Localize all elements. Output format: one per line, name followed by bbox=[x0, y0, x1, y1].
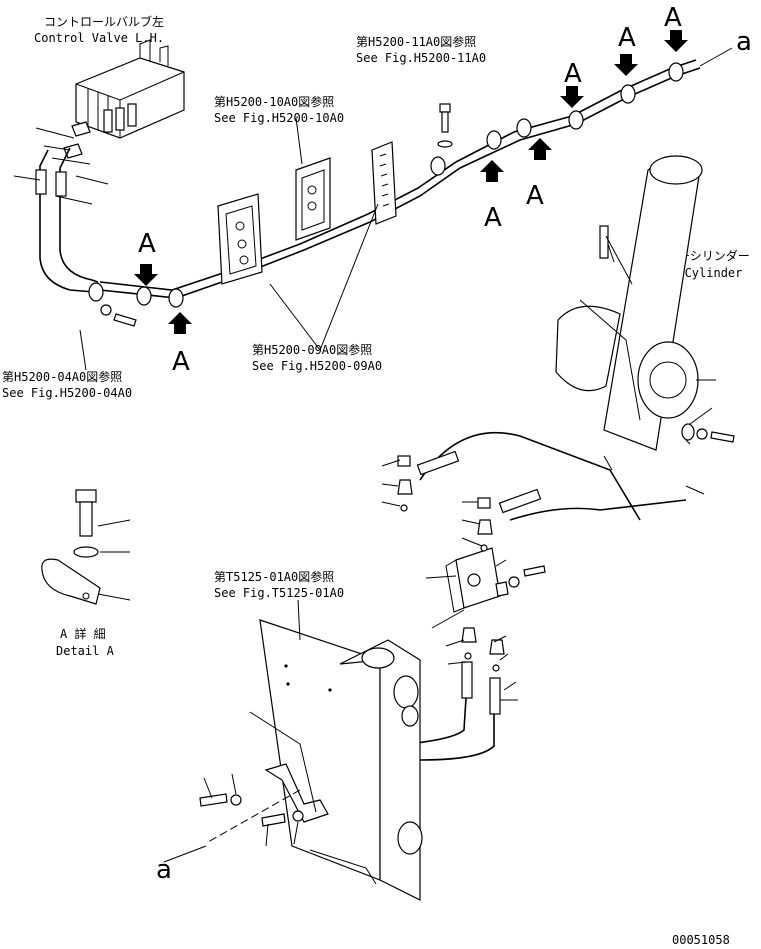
control-valve-lh bbox=[63, 39, 185, 159]
leader-lines bbox=[13, 117, 716, 847]
svg-text:第T5125-01A0図参照: 第T5125-01A0図参照 bbox=[214, 569, 334, 584]
arrow-down-icon bbox=[134, 264, 158, 286]
ref-fig-t5125-01a0: 第T5125-01A0図参照 See Fig.T5125-01A0 bbox=[214, 569, 344, 600]
connector-terminal-strip bbox=[371, 141, 397, 225]
svg-text:Control Valve L.H.: Control Valve L.H. bbox=[34, 31, 164, 45]
svg-text:See Fig.H5200-10A0: See Fig.H5200-10A0 bbox=[214, 111, 344, 125]
svg-text:See Fig.H5200-09A0: See Fig.H5200-09A0 bbox=[252, 359, 382, 373]
svg-text:第H5200-09A0図参照: 第H5200-09A0図参照 bbox=[252, 342, 372, 357]
marker-a-3: A bbox=[564, 59, 582, 89]
continuation-line-a bbox=[207, 789, 301, 843]
leader-a-bottom bbox=[163, 845, 207, 863]
valve-fittings bbox=[397, 455, 546, 715]
svg-text:See Fig.H5200-04A0: See Fig.H5200-04A0 bbox=[2, 386, 132, 400]
clamp-arrows bbox=[134, 30, 688, 334]
marker-a-7: A bbox=[172, 347, 190, 377]
ref-fig-h5200-09a0: 第H5200-09A0図参照 See Fig.H5200-09A0 bbox=[252, 342, 382, 373]
marker-a-4: A bbox=[526, 181, 544, 211]
arrow-up-icon bbox=[168, 312, 192, 334]
top-bolt bbox=[437, 103, 453, 148]
ripper-cylinder bbox=[555, 155, 703, 451]
arrow-down-icon bbox=[614, 54, 638, 76]
detail-a-clamp bbox=[41, 489, 101, 605]
detail-a-label: A 詳 細 Detail A bbox=[56, 626, 115, 658]
marker-a-5: A bbox=[484, 203, 502, 233]
ref-fig-h5200-10a0: 第H5200-10A0図参照 See Fig.H5200-10A0 bbox=[214, 94, 344, 125]
drawing-number: 00051058 bbox=[672, 933, 730, 947]
arrow-up-icon bbox=[480, 160, 504, 182]
mounting-frame bbox=[259, 619, 423, 901]
marker-a-1: A bbox=[664, 3, 682, 33]
arrow-down-icon bbox=[560, 86, 584, 108]
connector-block-upper bbox=[295, 157, 331, 241]
svg-text:第H5200-10A0図参照: 第H5200-10A0図参照 bbox=[214, 94, 334, 109]
arrow-down-icon bbox=[664, 30, 688, 52]
svg-text:See Fig.T5125-01A0: See Fig.T5125-01A0 bbox=[214, 586, 344, 600]
svg-text:第H5200-04A0図参照: 第H5200-04A0図参照 bbox=[2, 369, 122, 384]
svg-text:コントロールバルブ左: コントロールバルブ左 bbox=[44, 14, 164, 29]
svg-text:See Fig.H5200-11A0: See Fig.H5200-11A0 bbox=[356, 51, 486, 65]
connector-block-lower bbox=[217, 193, 263, 285]
bottom-bracket bbox=[199, 763, 329, 827]
hose-cylinder-to-valve bbox=[416, 431, 687, 521]
ppc-valve-block bbox=[445, 547, 509, 613]
cylinder-bolt bbox=[681, 423, 735, 443]
marker-a-6: A bbox=[138, 229, 156, 259]
svg-text:Detail A: Detail A bbox=[56, 644, 115, 658]
ref-fig-h5200-04a0: 第H5200-04A0図参照 See Fig.H5200-04A0 bbox=[2, 369, 132, 400]
marker-a-2: A bbox=[618, 23, 636, 53]
leader-a-top bbox=[699, 47, 733, 67]
svg-text:第H5200-11A0図参照: 第H5200-11A0図参照 bbox=[356, 34, 476, 49]
arrow-up-icon bbox=[528, 138, 552, 160]
hose-clamps bbox=[88, 62, 684, 308]
ref-fig-h5200-11a0: 第H5200-11A0図参照 See Fig.H5200-11A0 bbox=[356, 34, 486, 65]
control-valve-label: コントロールバルブ左 Control Valve L.H. bbox=[34, 14, 164, 45]
svg-text:A 詳 細: A 詳 細 bbox=[60, 626, 106, 641]
marker-a-lower-top: a bbox=[736, 27, 752, 57]
marker-a-lower-bottom: a bbox=[156, 855, 172, 885]
left-bolt bbox=[100, 304, 137, 327]
